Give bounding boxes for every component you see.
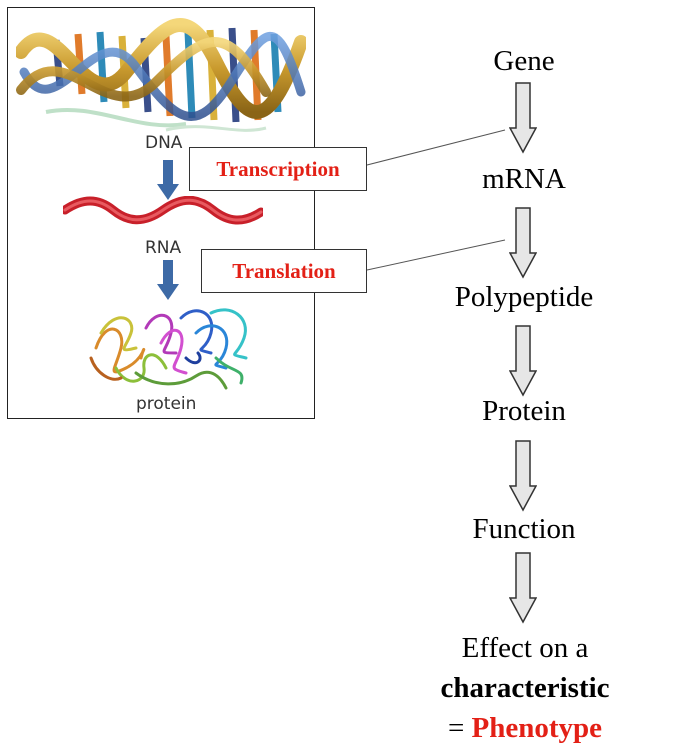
illustration-panel: DNA RNA protein [7,7,315,419]
effect-block: Effect on a characteristic = Phenotype [405,628,645,748]
flow-step-function: Function [472,513,576,545]
blue-down-arrow-icon [157,160,179,200]
rna-label: RNA [145,238,182,258]
rna-strand-image [63,196,263,225]
protein-structure-image [89,308,248,390]
gray-down-arrow-icon [509,552,537,624]
gray-down-arrow-icon [509,207,537,279]
effect-line1: Effect on a [461,632,589,664]
gray-down-arrow-icon [509,325,537,397]
flow-step-mrna: mRNA [482,163,566,195]
dna-label: DNA [145,133,183,153]
effect-equals: = [447,712,472,744]
gray-down-arrow-icon [509,82,537,154]
transcription-callout: Transcription [189,147,367,191]
phenotype-label: Phenotype [471,712,603,744]
gray-down-arrow-icon [509,440,537,512]
effect-phenotype-line: = Phenotype [405,708,645,748]
dna-helix-image [16,18,306,132]
blue-down-arrow-icon [157,260,179,300]
flow-step-gene: Gene [493,45,555,77]
flow-step-protein: Protein [482,395,566,427]
translation-callout: Translation [201,249,367,293]
protein-label: protein [136,394,197,414]
flow-step-polypeptide: Polypeptide [454,281,594,313]
effect-characteristic: characteristic [440,672,610,704]
